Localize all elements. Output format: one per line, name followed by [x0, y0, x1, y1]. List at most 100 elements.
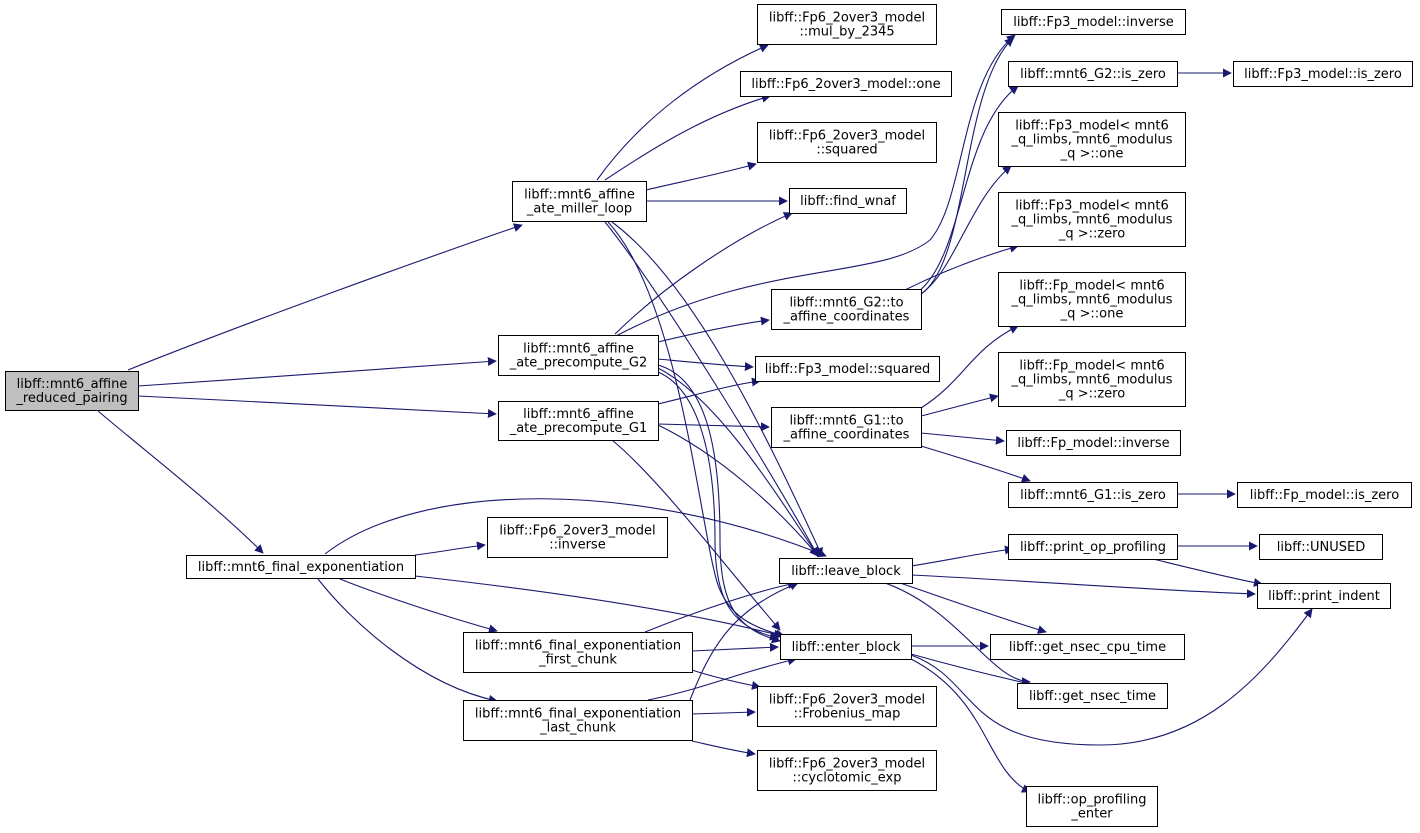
node-fp3-inverse[interactable]: libff::Fp3_model::inverse	[1001, 9, 1186, 35]
node-label: _ate_precompute_G1	[509, 421, 648, 436]
node-label: libff::print_indent	[1268, 589, 1380, 604]
node-box	[771, 289, 922, 330]
node-label: libff::mnt6_final_exponentiation	[198, 560, 404, 575]
node-box	[5, 371, 139, 411]
node-g1-to-affine[interactable]: libff::mnt6_G1::to_affine_coordinates	[771, 407, 922, 448]
node-box	[1026, 786, 1158, 827]
node-label: libff::Fp3_model::squared	[765, 362, 930, 377]
node-box	[498, 401, 659, 441]
node-fp6-one[interactable]: libff::Fp6_2over3_model::one	[740, 71, 952, 97]
edge-root-to-precompute-g2	[137, 357, 497, 387]
edge-miller-to-fp6-mul-2345	[596, 44, 769, 181]
edge-enter-to-print-indent	[910, 608, 1313, 746]
node-label: libff::mnt6_affine	[523, 342, 634, 357]
node-g2-to-affine[interactable]: libff::mnt6_G2::to_affine_coordinates	[771, 289, 922, 330]
node-label: libff::Fp3_model::is_zero	[1244, 67, 1402, 82]
edge-last-chunk-to-enter-block	[647, 656, 797, 701]
node-final-exp[interactable]: libff::mnt6_final_exponentiation	[186, 555, 416, 579]
edge-g1-to-affine-to-g1-is-zero	[920, 445, 1031, 483]
node-label: libff::mnt6_G1::to	[789, 414, 903, 429]
node-label: ::mul_by_2345	[799, 25, 894, 40]
node-fp6-squared[interactable]: libff::Fp6_2over3_model::squared	[757, 122, 937, 163]
node-g1-is-zero[interactable]: libff::mnt6_G1::is_zero	[1008, 482, 1178, 508]
node-box	[998, 272, 1186, 327]
edge-g1-to-leave-block	[657, 424, 819, 557]
node-get-nsec-time[interactable]: libff::get_nsec_time	[1017, 683, 1168, 709]
node-box	[1008, 534, 1178, 560]
node-fp3-one[interactable]: libff::Fp3_model< mnt6_q_limbs, mnt6_mod…	[998, 112, 1186, 167]
edge-final-exp-to-enter-block	[414, 575, 783, 639]
node-fp3-squared[interactable]: libff::Fp3_model::squared	[755, 356, 940, 382]
node-label: libff::Fp3_model::inverse	[1013, 15, 1174, 30]
node-print-op-profiling[interactable]: libff::print_op_profiling	[1008, 534, 1178, 560]
node-fp-is-zero[interactable]: libff::Fp_model::is_zero	[1237, 482, 1412, 508]
node-label: libff::Fp_model::is_zero	[1250, 488, 1399, 503]
node-fp3-is-zero[interactable]: libff::Fp3_model::is_zero	[1233, 61, 1413, 87]
edge-final-exp-to-fp6-inverse	[414, 541, 486, 556]
node-last-chunk[interactable]: libff::mnt6_final_exponentiation_last_ch…	[463, 700, 693, 741]
node-root[interactable]: libff::mnt6_affine_reduced_pairing	[5, 371, 139, 411]
node-label: libff::Fp6_2over3_model	[499, 524, 655, 539]
nodes: libff::mnt6_affine_reduced_pairinglibff:…	[5, 4, 1413, 827]
node-fp-zero[interactable]: libff::Fp_model< mnt6_q_limbs, mnt6_modu…	[998, 352, 1186, 407]
node-box	[1001, 9, 1186, 35]
edge-miller-to-leave-block-a	[604, 221, 819, 557]
node-label: _first_chunk	[538, 653, 617, 668]
edge-g2-to-fp3-squared	[657, 358, 754, 372]
node-label: libff::mnt6_G2::is_zero	[1020, 67, 1166, 82]
node-label: libff::Fp3_model< mnt6	[1015, 199, 1168, 214]
node-g2-is-zero[interactable]: libff::mnt6_G2::is_zero	[1008, 61, 1178, 87]
edge-g2-to-fp3-inverse	[615, 34, 1016, 337]
node-box	[512, 181, 647, 222]
node-unused[interactable]: libff::UNUSED	[1259, 534, 1383, 560]
node-label: libff::Fp_model< mnt6	[1019, 359, 1164, 374]
node-label: libff::Fp_model< mnt6	[1019, 279, 1164, 294]
edge-g1-to-fp3-squared	[657, 377, 761, 405]
node-box	[998, 192, 1186, 247]
node-label: libff::Fp3_model< mnt6	[1015, 119, 1168, 134]
node-label: _reduced_pairing	[15, 391, 127, 406]
node-label: libff::UNUSED	[1277, 540, 1365, 555]
node-precompute-g1[interactable]: libff::mnt6_affine_ate_precompute_G1	[498, 401, 659, 441]
node-fp6-cyclotomic[interactable]: libff::Fp6_2over3_model::cyclotomic_exp	[757, 750, 937, 791]
node-box	[1006, 430, 1181, 456]
edge-g2-to-affine-to-fp3-zero	[904, 243, 1019, 291]
node-get-nsec-cpu-time[interactable]: libff::get_nsec_cpu_time	[990, 634, 1185, 660]
node-label: libff::get_nsec_cpu_time	[1009, 640, 1166, 655]
node-enter-block[interactable]: libff::enter_block	[780, 634, 912, 660]
node-fp6-frobenius[interactable]: libff::Fp6_2over3_model::Frobenius_map	[757, 686, 937, 727]
node-label: libff::mnt6_affine	[17, 377, 128, 392]
node-label: _affine_coordinates	[783, 310, 910, 325]
edge-g2-to-g2-to-affine	[657, 316, 770, 343]
edge-g2-to-enter-block-b	[657, 371, 779, 641]
node-fp6-mul-2345[interactable]: libff::Fp6_2over3_model::mul_by_2345	[757, 4, 937, 45]
edge-g2-to-find-wnaf	[614, 212, 793, 335]
edge-g1-to-affine-to-fp-one	[920, 325, 1019, 409]
node-label: libff::mnt6_G1::is_zero	[1020, 488, 1166, 503]
node-box	[780, 634, 912, 660]
node-first-chunk[interactable]: libff::mnt6_final_exponentiation_first_c…	[463, 632, 693, 673]
node-box	[789, 188, 907, 214]
node-op-profiling-enter[interactable]: libff::op_profiling_enter	[1026, 786, 1158, 827]
node-precompute-g2[interactable]: libff::mnt6_affine_ate_precompute_G2	[498, 335, 659, 376]
node-fp6-inverse[interactable]: libff::Fp6_2over3_model::inverse	[487, 517, 668, 558]
node-box	[1237, 482, 1412, 508]
node-leave-block[interactable]: libff::leave_block	[779, 558, 913, 584]
node-find-wnaf[interactable]: libff::find_wnaf	[789, 188, 907, 214]
node-fp-inverse[interactable]: libff::Fp_model::inverse	[1006, 430, 1181, 456]
edge-miller-to-fp6-one	[604, 93, 771, 181]
node-label: libff::Fp6_2over3_model	[769, 129, 925, 144]
node-print-indent[interactable]: libff::print_indent	[1257, 583, 1391, 609]
node-fp-one[interactable]: libff::Fp_model< mnt6_q_limbs, mnt6_modu…	[998, 272, 1186, 327]
node-box	[740, 71, 952, 97]
node-label: _q >::one	[1060, 307, 1124, 322]
node-box	[998, 112, 1186, 167]
node-label: libff::enter_block	[792, 640, 901, 655]
node-fp3-zero[interactable]: libff::Fp3_model< mnt6_q_limbs, mnt6_mod…	[998, 192, 1186, 247]
edge-first-chunk-to-enter-block	[691, 642, 779, 652]
edge-print-op-to-print-indent	[1152, 558, 1263, 587]
node-miller-loop[interactable]: libff::mnt6_affine_ate_miller_loop	[512, 181, 647, 222]
edge-g2-to-leave-block	[657, 367, 819, 557]
node-label: ::Frobenius_map	[794, 707, 901, 722]
